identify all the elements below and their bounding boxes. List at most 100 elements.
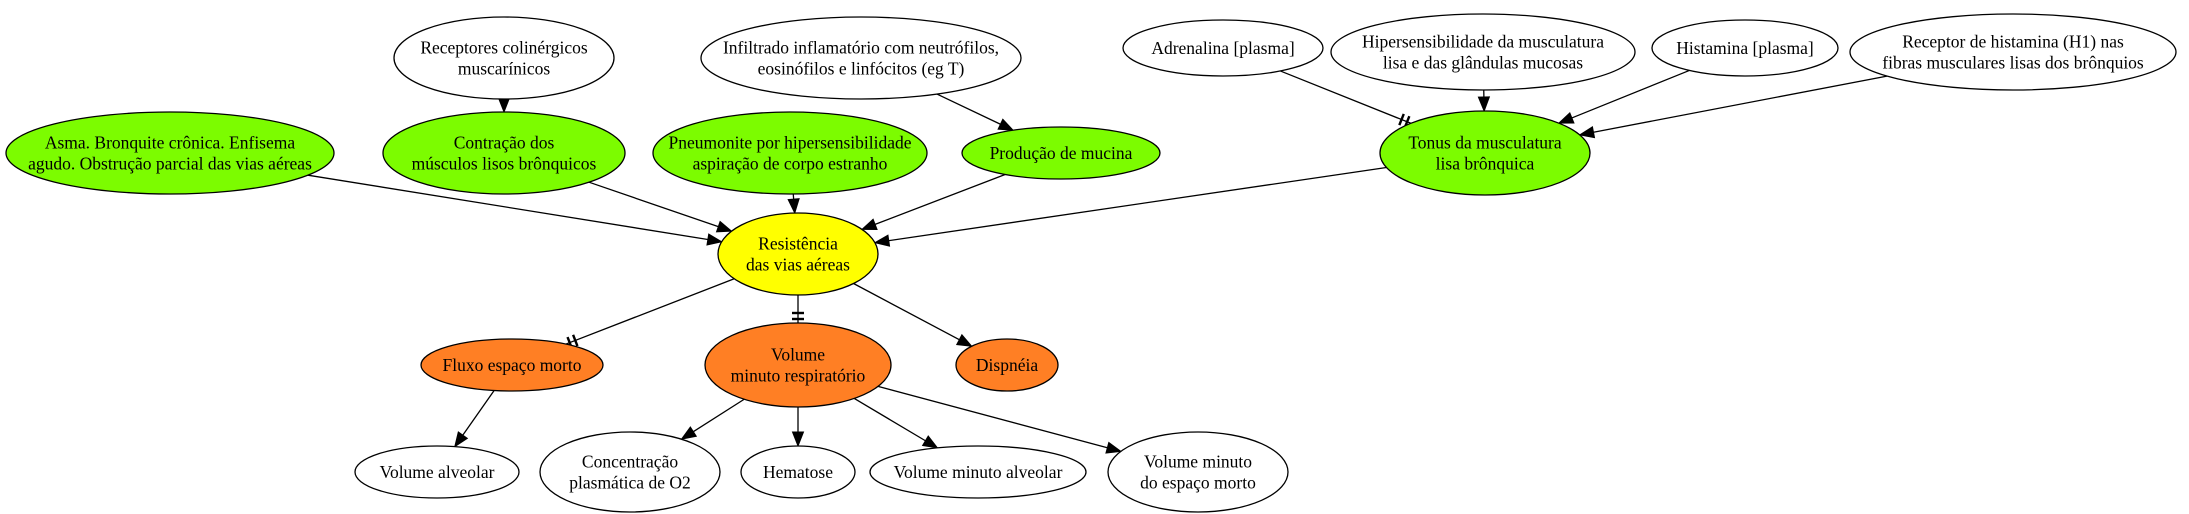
edge-line	[936, 93, 1001, 125]
edge-pneumonite-resistencia	[787, 193, 800, 215]
node-ellipse	[1849, 13, 2177, 91]
arrowhead	[787, 198, 800, 215]
edge-volume_minuto-vm_morto	[877, 385, 1123, 454]
edge-volume_minuto-concentracao	[680, 398, 745, 440]
edge-contracao-resistencia	[588, 181, 733, 233]
edge-line	[1593, 75, 1888, 133]
node-label: Produção de mucina	[990, 143, 1133, 163]
node-label: Asma. Bronquite crônica. Enfisema	[45, 133, 296, 153]
edge-histamina-tonus	[1557, 69, 1690, 124]
node-volume_alveolar: Volume alveolar	[354, 445, 520, 499]
node-label: muscarínicos	[458, 59, 551, 79]
edges-layer	[307, 69, 1888, 454]
node-label: do espaço morto	[1140, 473, 1256, 493]
node-label: Receptores colinérgicos	[420, 38, 588, 58]
arrowhead	[497, 97, 511, 114]
node-label: plasmática de O2	[569, 473, 690, 493]
edge-line	[877, 385, 1108, 449]
node-fluxo: Fluxo espaço morto	[420, 338, 604, 392]
edge-receptor_h1-tonus	[1578, 75, 1888, 139]
node-adrenalina: Adrenalina [plasma]	[1122, 19, 1324, 77]
node-label: Histamina [plasma]	[1676, 38, 1814, 58]
node-asma: Asma. Bronquite crônica. Enfisemaagudo. …	[5, 111, 335, 195]
node-ellipse	[1379, 110, 1591, 196]
edge-line	[874, 173, 1006, 226]
node-label: Pneumonite por hipersensibilidade	[668, 133, 911, 153]
node-ellipse	[704, 322, 892, 408]
node-producao: Produção de mucina	[961, 126, 1161, 180]
arrowhead	[1578, 126, 1596, 139]
node-ellipse	[393, 16, 615, 100]
edge-line	[565, 278, 735, 345]
edge-hipersens-tonus	[1477, 89, 1491, 113]
node-label: Tonus da musculatura	[1408, 133, 1562, 153]
arrowhead	[873, 234, 891, 247]
node-label: agudo. Obstrução parcial das vias aéreas	[28, 154, 312, 174]
node-label: fibras musculares lisas dos brônquios	[1882, 53, 2144, 73]
arrowhead	[1105, 441, 1123, 454]
node-label: Volume alveolar	[380, 462, 495, 482]
node-label: lisa brônquica	[1436, 154, 1535, 174]
edge-line	[853, 397, 926, 442]
node-label: Hipersensibilidade da musculatura	[1362, 32, 1604, 52]
arrowhead	[1477, 96, 1491, 113]
inhibition-bar	[1398, 113, 1405, 126]
node-ellipse	[1651, 19, 1839, 77]
arrowhead	[921, 435, 939, 449]
edge-line	[307, 174, 708, 241]
arrowhead	[955, 333, 973, 347]
node-ellipse	[539, 431, 721, 513]
node-label: Contração dos	[454, 133, 555, 153]
node-label: Volume	[771, 345, 825, 365]
node-ellipse	[869, 445, 1087, 499]
node-label: Concentração	[582, 452, 678, 472]
node-histamina: Histamina [plasma]	[1651, 19, 1839, 77]
node-label: Hematose	[763, 462, 833, 482]
node-label: Fluxo espaço morto	[442, 355, 581, 375]
edge-line	[462, 390, 495, 436]
edge-tonus-resistencia	[873, 166, 1387, 247]
node-ellipse	[1122, 19, 1324, 77]
edge-line	[888, 166, 1387, 242]
node-label: Receptor de histamina (H1) nas	[1902, 32, 2124, 52]
edge-asma-resistencia	[307, 174, 724, 246]
node-hematose: Hematose	[740, 445, 856, 499]
node-vm_alveolar: Volume minuto alveolar	[869, 445, 1087, 499]
edge-line	[1280, 70, 1412, 124]
node-ellipse	[5, 111, 335, 195]
edge-infiltrado-producao	[936, 93, 1015, 131]
node-label: músculos lisos brônquicos	[412, 154, 597, 174]
nodes-layer: Receptores colinérgicosmuscarínicosInfil…	[5, 13, 2177, 513]
arrowhead	[454, 431, 469, 448]
edge-resistencia-dispneia	[853, 282, 973, 347]
node-ellipse	[740, 445, 856, 499]
node-label: Resistência	[758, 234, 838, 254]
node-ellipse	[1330, 13, 1636, 91]
node-pneumonite: Pneumonite por hipersensibilidadeaspiraç…	[652, 111, 928, 195]
edge-line	[692, 398, 745, 433]
node-label: aspiração de corpo estranho	[693, 154, 888, 174]
edge-line	[588, 181, 719, 228]
arrowhead	[860, 218, 878, 231]
node-label: Adrenalina [plasma]	[1151, 38, 1294, 58]
node-ellipse	[1107, 431, 1289, 513]
node-ellipse	[652, 111, 928, 195]
node-ellipse	[955, 338, 1059, 392]
node-label: lisa e das glândulas mucosas	[1383, 53, 1583, 73]
edge-resistencia-volume_minuto	[792, 295, 804, 323]
edge-volume_minuto-vm_alveolar	[853, 397, 939, 449]
node-label: minuto respiratório	[731, 366, 866, 386]
edge-fluxo-volume_alveolar	[454, 390, 495, 448]
arrowhead	[791, 431, 805, 448]
arrowhead	[715, 220, 733, 233]
node-label: Dispnéia	[976, 355, 1038, 375]
node-ellipse	[700, 16, 1022, 100]
edge-receptores-contracao	[497, 97, 511, 114]
